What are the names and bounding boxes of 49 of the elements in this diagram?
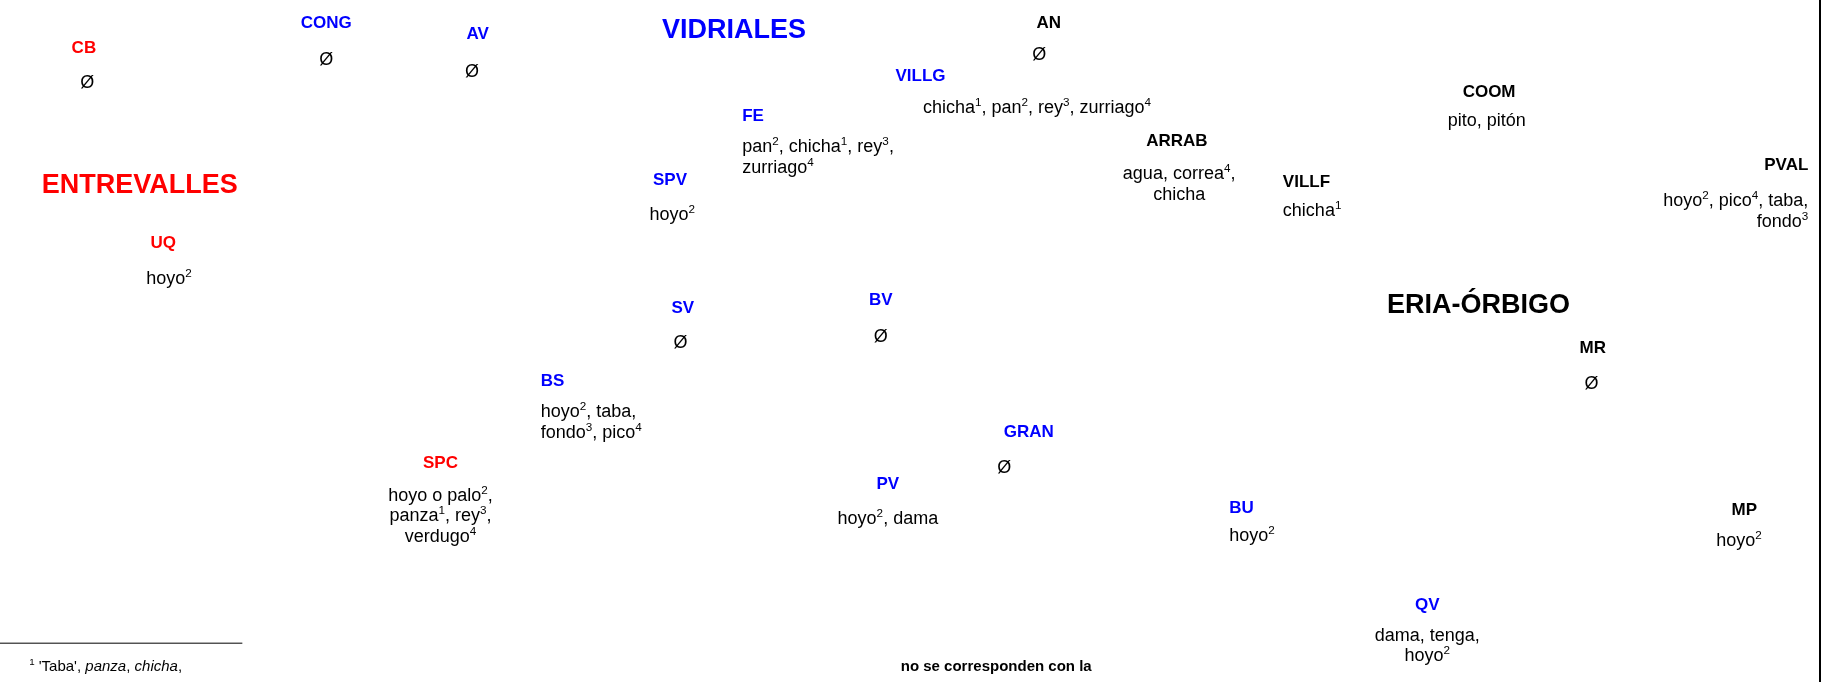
region-code: BS	[540, 370, 565, 391]
word-list: hoyo$^{2}$	[146, 268, 192, 289]
region-code: QV	[1415, 595, 1440, 615]
region-code: CONG	[300, 12, 352, 33]
area-title: VIDRIALES	[662, 13, 807, 45]
area-title: ENTREVALLES	[41, 168, 238, 200]
word-list: chicha$^{1}$	[1282, 200, 1342, 222]
region-code: BV	[869, 290, 893, 310]
region-code: FE	[742, 106, 764, 126]
empty-set-symbol: Ø	[80, 72, 95, 93]
region-code: GRAN	[1003, 421, 1054, 442]
region-code: AV	[466, 24, 489, 44]
region-code: VILLF	[1282, 172, 1331, 192]
region-code: CB	[71, 38, 97, 58]
region-code: AN	[1036, 12, 1061, 33]
empty-set-symbol: Ø	[997, 456, 1012, 478]
empty-set-symbol: Ø	[673, 332, 688, 353]
region-code: MR	[1579, 337, 1606, 358]
region-code: SPV	[652, 170, 687, 190]
word-list: chicha$^{1}$, pan$^{2}$, rey$^{3}$, zurriago$^{4}$	[922, 96, 1152, 118]
word-list: hoyo$^{2}$	[649, 203, 696, 225]
word-list: pan$^{2}$, chicha$^{1}$, rey$^{3}$, zurriago$^{4}$	[742, 136, 900, 178]
empty-set-symbol: Ø	[873, 326, 888, 347]
word-list: hoyo$^{2}$, taba, fondo$^{3}$, pico$^{4}$	[540, 400, 687, 443]
empty-set-symbol: Ø	[1584, 372, 1599, 394]
word-list: pito, pitón	[1447, 109, 1526, 131]
note-text: no se corresponden con la	[900, 657, 1092, 675]
empty-set-symbol: Ø	[1032, 44, 1047, 65]
word-list: hoyo$^{2}$, pico$^{4}$, taba, fondo$^{3}$	[1656, 189, 1809, 232]
region-code: COOM	[1462, 81, 1516, 102]
region-code: PVAL	[1764, 154, 1809, 175]
word-list: hoyo$^{2}$, dama	[837, 508, 939, 529]
region-code: BU	[1229, 497, 1254, 518]
region-code: SV	[671, 298, 695, 318]
region-code: ARRAB	[1146, 130, 1208, 151]
region-code: MP	[1731, 499, 1758, 520]
word-list: agua, correa$^{4}$, chicha	[1097, 163, 1261, 205]
region-code: UQ	[150, 233, 176, 253]
word-list: hoyo$^{2}$	[1229, 525, 1275, 547]
region-code: SPC	[422, 453, 458, 473]
word-list: hoyo$^{2}$	[1716, 530, 1762, 551]
word-list: hoyo o palo$^{2}$, panza$^{1}$, rey$^{3}$, verdugo$^{4}$	[358, 484, 522, 547]
word-list: dama, tenga, hoyo$^{2}$	[1354, 624, 1501, 666]
region-code: VILLG	[895, 66, 946, 86]
empty-set-symbol: Ø	[319, 48, 334, 70]
area-title: ERIA-ÓRBIGO	[1387, 288, 1571, 320]
empty-set-symbol: Ø	[464, 60, 479, 82]
region-code: PV	[876, 474, 900, 494]
footnote: $^{1}$ 'Taba', panza, chicha,	[29, 657, 183, 675]
